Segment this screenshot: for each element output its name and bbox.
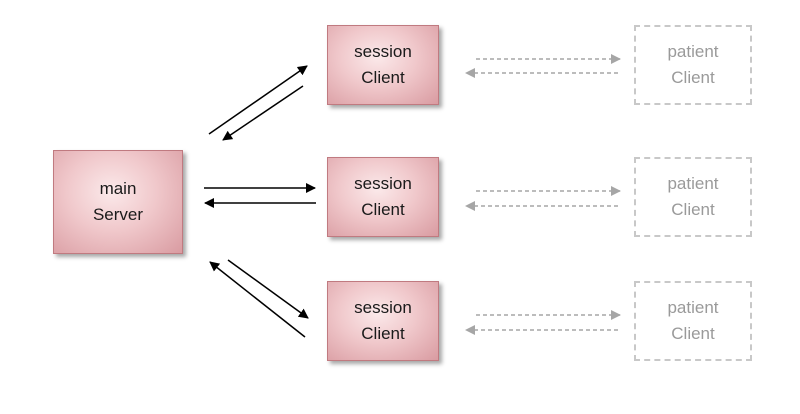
arrow-session-1-to-server (222, 85, 304, 141)
patient-client-node-3: patient Client (634, 281, 752, 361)
session-client-2-label-line2: Client (361, 200, 405, 219)
session-client-1-label-line2: Client (361, 68, 405, 87)
session-client-3-label-line1: session (354, 298, 412, 317)
session-client-1-label-line1: session (354, 42, 412, 61)
arrow-session-3-to-server (209, 261, 306, 338)
patient-client-1-label-line2: Client (671, 68, 715, 87)
session-client-node-3: session Client (327, 281, 439, 361)
patient-client-3-label-line2: Client (671, 324, 715, 343)
main-server-node: main Server (53, 150, 183, 254)
patient-client-node-1: patient Client (634, 25, 752, 105)
session-client-node-1: session Client (327, 25, 439, 105)
session-client-2-label-line1: session (354, 174, 412, 193)
main-server-label-line2: Server (92, 205, 144, 224)
session-client-3-label-line2: Client (361, 324, 405, 343)
patient-client-3-label-line1: patient (667, 298, 719, 317)
patient-client-1-label-line1: patient (667, 42, 719, 61)
patient-client-2-label-line1: patient (667, 174, 719, 193)
main-server-label-line1: main (99, 179, 137, 198)
arrow-server-to-session-1 (208, 65, 308, 135)
patient-client-2-label-line2: Client (671, 200, 715, 219)
session-client-node-2: session Client (327, 157, 439, 237)
arrow-server-to-session-3 (227, 259, 309, 319)
patient-client-node-2: patient Client (634, 157, 752, 237)
